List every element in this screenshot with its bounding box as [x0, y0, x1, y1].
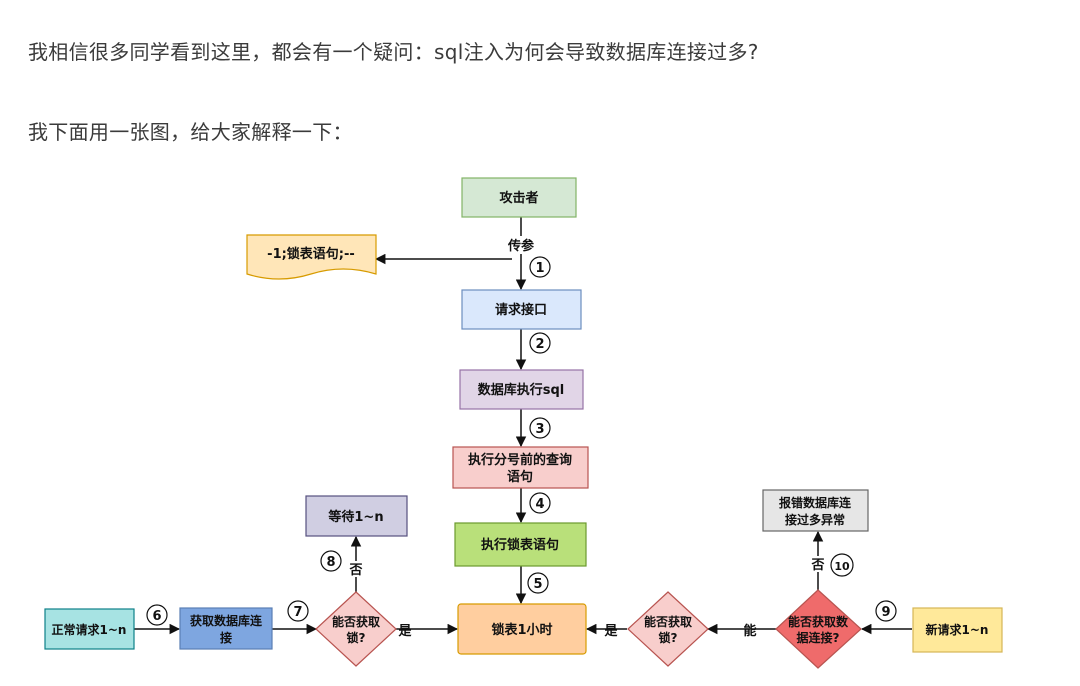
- intro-explanation: 我下面用一张图，给大家解释一下：: [28, 120, 353, 144]
- node-payload-shape: [246, 234, 377, 280]
- yes-right-label: 是: [603, 624, 618, 639]
- step-4-number: 4: [535, 497, 544, 512]
- step-10-circle: [830, 553, 854, 577]
- node-db-exec: 数据库执行sql: [459, 369, 584, 410]
- step-marker-4: 4: [529, 492, 551, 514]
- step-5-number: 5: [533, 577, 542, 592]
- node-db-exec-box: [459, 369, 584, 410]
- node-exec-query-box: [452, 446, 589, 489]
- node-lock-1h-box: [457, 603, 587, 655]
- node-error: 报错数据库连 接过多异常: [762, 489, 869, 532]
- node-exec-lock: 执行锁表语句: [454, 522, 587, 567]
- node-can-lock-right: 能否获取 锁?: [627, 591, 709, 667]
- step-marker-6: 6: [146, 604, 168, 626]
- node-error-label-1: 报错数据库连: [779, 495, 852, 510]
- node-new-request: 新请求1~n: [912, 607, 1003, 653]
- no-right-label-bg: [811, 556, 825, 572]
- step-9-circle: [875, 600, 897, 622]
- edge-labels: 传参 是 是 能 否 否: [348, 236, 825, 639]
- node-wait: 等待1~n: [305, 495, 408, 537]
- node-payload-label: -1;锁表语句;--: [267, 246, 355, 262]
- can-label: 能: [743, 623, 756, 639]
- step-4-circle: [529, 492, 551, 514]
- node-exec-lock-label: 执行锁表语句: [481, 537, 559, 553]
- step-1-number: 1: [535, 261, 544, 276]
- pass-param-label-bg: [502, 236, 540, 254]
- step-6-number: 6: [152, 609, 161, 624]
- node-can-connect: 能否获取数 据连接?: [775, 589, 862, 669]
- step-7-number: 7: [293, 605, 302, 620]
- node-exec-query-label-1: 执行分号前的查询: [468, 452, 572, 468]
- node-error-label-2: 接过多异常: [785, 512, 845, 527]
- step-marker-1: 1: [529, 256, 551, 278]
- node-normal-request-label: 正常请求1~n: [52, 622, 127, 637]
- node-attacker-label: 攻击者: [499, 190, 538, 206]
- edges: [134, 217, 912, 635]
- node-request-api-label: 请求接口: [495, 302, 547, 318]
- step-9-number: 9: [881, 605, 890, 620]
- node-get-connection-box: [179, 607, 273, 650]
- step-markers: 1 2 3 4 5 6 7 8: [146, 256, 897, 626]
- node-get-connection-label-2: 接: [220, 630, 232, 645]
- node-exec-query: 执行分号前的查询 语句: [452, 446, 589, 489]
- node-get-connection: 获取数据库连 接: [179, 607, 273, 650]
- node-can-lock-right-label-2: 锁?: [659, 630, 678, 645]
- node-new-request-box: [912, 607, 1003, 653]
- node-payload-document: -1;锁表语句;--: [246, 234, 377, 280]
- step-3-circle: [529, 417, 551, 439]
- node-wait-label: 等待1~n: [327, 509, 383, 525]
- step-8-number: 8: [326, 555, 335, 570]
- step-marker-3: 3: [529, 417, 551, 439]
- node-can-connect-diamond: [775, 589, 862, 669]
- node-normal-request: 正常请求1~n: [44, 608, 135, 650]
- node-error-box: [762, 489, 869, 532]
- node-can-lock-right-label-1: 能否获取: [644, 614, 692, 629]
- node-lock-1h-label: 锁表1小时: [491, 622, 552, 638]
- step-marker-7: 7: [287, 600, 309, 622]
- node-request-api: 请求接口: [461, 289, 582, 330]
- step-2-circle: [529, 332, 551, 354]
- node-can-lock-left-label-1: 能否获取: [332, 614, 380, 629]
- node-request-api-box: [461, 289, 582, 330]
- step-marker-8: 8: [320, 550, 342, 572]
- step-6-circle: [146, 604, 168, 626]
- step-5-circle: [527, 572, 549, 594]
- no-left-label: 否: [348, 563, 362, 578]
- node-exec-query-label-2: 语句: [507, 469, 533, 485]
- node-new-request-label: 新请求1~n: [926, 622, 989, 637]
- pass-param-label: 传参: [507, 238, 535, 254]
- step-marker-10: 10: [830, 553, 854, 577]
- node-can-connect-label-2: 据连接?: [797, 630, 840, 645]
- no-right-label: 否: [810, 558, 824, 573]
- step-marker-9: 9: [875, 600, 897, 622]
- step-1-circle: [529, 256, 551, 278]
- yes-left-label: 是: [397, 624, 412, 639]
- node-can-lock-right-diamond: [627, 591, 709, 667]
- node-normal-request-box: [44, 608, 135, 650]
- step-2-number: 2: [535, 337, 544, 352]
- step-3-number: 3: [535, 422, 544, 437]
- node-get-connection-label-1: 获取数据库连: [189, 613, 263, 628]
- step-marker-5: 5: [527, 572, 549, 594]
- intro-question: 我相信很多同学看到这里，都会有一个疑问：sql注入为何会导致数据库连接过多?: [28, 40, 759, 64]
- node-wait-box: [305, 495, 408, 537]
- node-exec-lock-box: [454, 522, 587, 567]
- step-marker-2: 2: [529, 332, 551, 354]
- node-can-lock-left-diamond: [315, 591, 397, 667]
- node-can-lock-left-label-2: 锁?: [347, 630, 366, 645]
- node-can-connect-label-1: 能否获取数: [788, 614, 849, 629]
- node-can-lock-left: 能否获取 锁?: [315, 591, 397, 667]
- no-left-label-bg: [349, 561, 363, 577]
- step-8-circle: [320, 550, 342, 572]
- node-db-exec-label: 数据库执行sql: [478, 382, 565, 398]
- node-lock-1h: 锁表1小时: [457, 603, 587, 655]
- step-7-circle: [287, 600, 309, 622]
- step-10-number: 10: [834, 560, 850, 573]
- node-attacker-box: [461, 177, 577, 218]
- node-attacker: 攻击者: [461, 177, 577, 218]
